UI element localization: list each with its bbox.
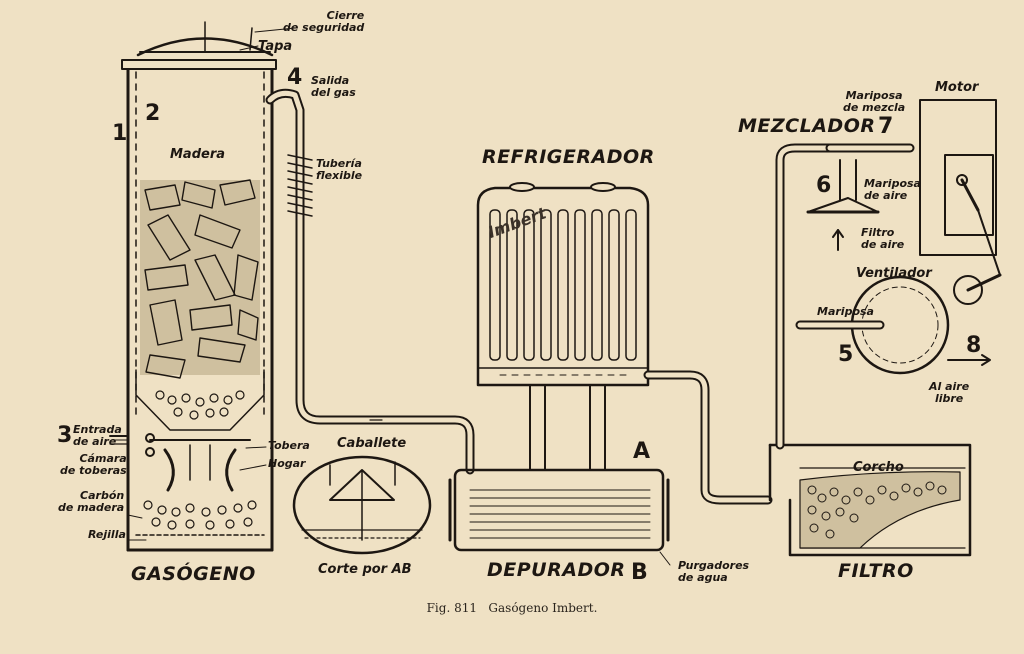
number-3: 3	[57, 423, 73, 448]
title-ventilador: Ventilador	[856, 266, 932, 281]
title-filtro: FILTRO	[838, 560, 914, 582]
label-caballete: Caballete	[337, 436, 407, 451]
label-entrada: Entrada de aire	[73, 423, 122, 448]
label-tobera: Tobera	[268, 439, 310, 452]
label-salida: Salida del gas	[311, 74, 356, 99]
label-al-aire: Al aire libre	[929, 380, 970, 405]
number-4: 4	[287, 65, 303, 90]
depurador-drawing	[448, 468, 670, 552]
label-madera: Madera	[170, 147, 226, 162]
label-hogar: Hogar	[268, 457, 306, 470]
label-tapa: Tapa	[258, 39, 293, 54]
refrigerador-drawing	[476, 182, 773, 505]
cross-section-drawing	[292, 455, 432, 555]
figure-caption: Fig. 811 Gasógeno Imbert.	[426, 601, 598, 615]
label-carbon: Carbón de madera	[58, 489, 125, 514]
label-corcho: Corcho	[853, 460, 904, 475]
label-tuberia: Tubería flexible	[316, 157, 363, 182]
filtro-drawing	[768, 143, 972, 557]
gasogeno-drawing	[109, 21, 277, 552]
number-8: 8	[966, 333, 982, 358]
ventilador-drawing	[795, 275, 991, 375]
label-filtro-aire: Filtro de aire	[861, 226, 905, 251]
title-gasogeno: GASÓGENO	[131, 563, 256, 585]
title-motor: Motor	[935, 80, 979, 95]
label-mariposa-mezcla: Mariposa de mezcla	[843, 89, 906, 114]
mezclador-drawing	[806, 143, 915, 251]
number-5: 5	[838, 342, 854, 367]
number-1: 1	[112, 121, 128, 146]
title-mezclador: MEZCLADOR	[738, 115, 876, 137]
label-cierre: Cierre de seguridad	[283, 9, 365, 34]
title-depurador: DEPURADOR	[487, 559, 626, 581]
label-corte: Corte por AB	[318, 562, 412, 577]
label-purgadores: Purgadores de agua	[678, 559, 750, 584]
letter-b: B	[631, 560, 648, 585]
letter-a: A	[633, 439, 651, 464]
gas-pipe-drawing	[265, 88, 475, 475]
label-mariposa-aire: Mariposa de aire	[864, 177, 921, 202]
label-mariposa: Mariposa	[817, 305, 874, 318]
number-7: 7	[878, 114, 894, 139]
leader-lines	[111, 27, 671, 566]
motor-drawing	[919, 99, 1002, 305]
label-rejilla: Rejilla	[88, 528, 126, 541]
number-2: 2	[145, 101, 161, 126]
label-camara: Cámara de toberas	[60, 452, 127, 477]
title-refrigerador: REFRIGERADOR	[482, 146, 655, 168]
number-6: 6	[816, 173, 832, 198]
